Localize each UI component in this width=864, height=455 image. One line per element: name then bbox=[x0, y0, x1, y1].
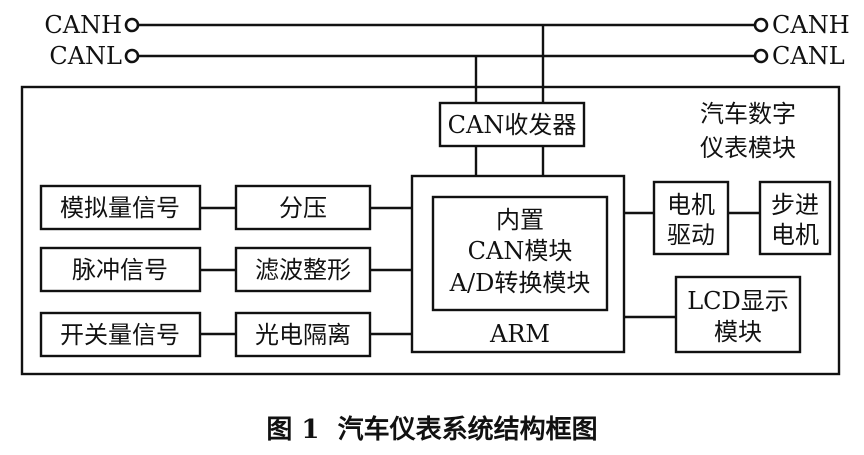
canl-left-label: CANL bbox=[49, 42, 122, 70]
canh-right-terminal bbox=[753, 17, 769, 33]
can-transceiver-label: CAN收发器 bbox=[448, 111, 577, 139]
switch-signal-box bbox=[39, 311, 202, 358]
stepper-motor-line-2: 电机 bbox=[771, 221, 819, 249]
motor-driver-line-2: 驱动 bbox=[667, 221, 715, 249]
filter-shaping-label: 滤波整形 bbox=[255, 256, 351, 284]
switch-signal-label: 开关量信号 bbox=[60, 321, 180, 349]
can-transceiver-box bbox=[438, 101, 586, 148]
pulse-signal-label: 脉冲信号 bbox=[72, 256, 168, 284]
voltage-divider-label: 分压 bbox=[279, 194, 327, 222]
voltage-divider-box bbox=[234, 184, 372, 231]
motor-driver-line-1: 电机 bbox=[667, 191, 715, 219]
canh-left-terminal bbox=[124, 17, 140, 33]
instrument-module-frame bbox=[20, 85, 841, 376]
stepper-motor-line-1: 步进 bbox=[771, 191, 819, 219]
lcd-display-line-2: 模块 bbox=[714, 318, 762, 346]
optocoupler-isolation-label: 光电隔离 bbox=[255, 321, 351, 349]
analog-signal-box bbox=[39, 184, 202, 231]
lcd-display-line-1: LCD显示 bbox=[687, 287, 789, 315]
canh-left-label: CANH bbox=[44, 11, 122, 39]
analog-signal-label: 模拟量信号 bbox=[60, 194, 180, 222]
arm-internal-modules-box bbox=[431, 195, 609, 312]
arm-inner-line-2: CAN模块 bbox=[468, 237, 573, 265]
stepper-motor-box bbox=[758, 180, 832, 256]
pulse-signal-box bbox=[39, 246, 202, 293]
canl-left-terminal bbox=[124, 48, 140, 64]
motor-driver-box bbox=[652, 180, 730, 256]
module-title-line-2: 仪表模块 bbox=[700, 134, 796, 162]
figure-caption: 图 1 汽车仪表系统结构框图 bbox=[266, 414, 597, 445]
filter-shaping-box bbox=[234, 246, 372, 293]
canl-right-terminal bbox=[753, 48, 769, 64]
arm-label: ARM bbox=[489, 320, 550, 348]
arm-inner-line-3: A/D转换模块 bbox=[449, 269, 591, 297]
canh-right-label: CANH bbox=[772, 11, 850, 39]
module-title-line-1: 汽车数字 bbox=[700, 100, 796, 128]
canl-right-label: CANL bbox=[772, 42, 845, 70]
lcd-display-box bbox=[674, 275, 802, 354]
arm-inner-line-1: 内置 bbox=[496, 206, 544, 234]
